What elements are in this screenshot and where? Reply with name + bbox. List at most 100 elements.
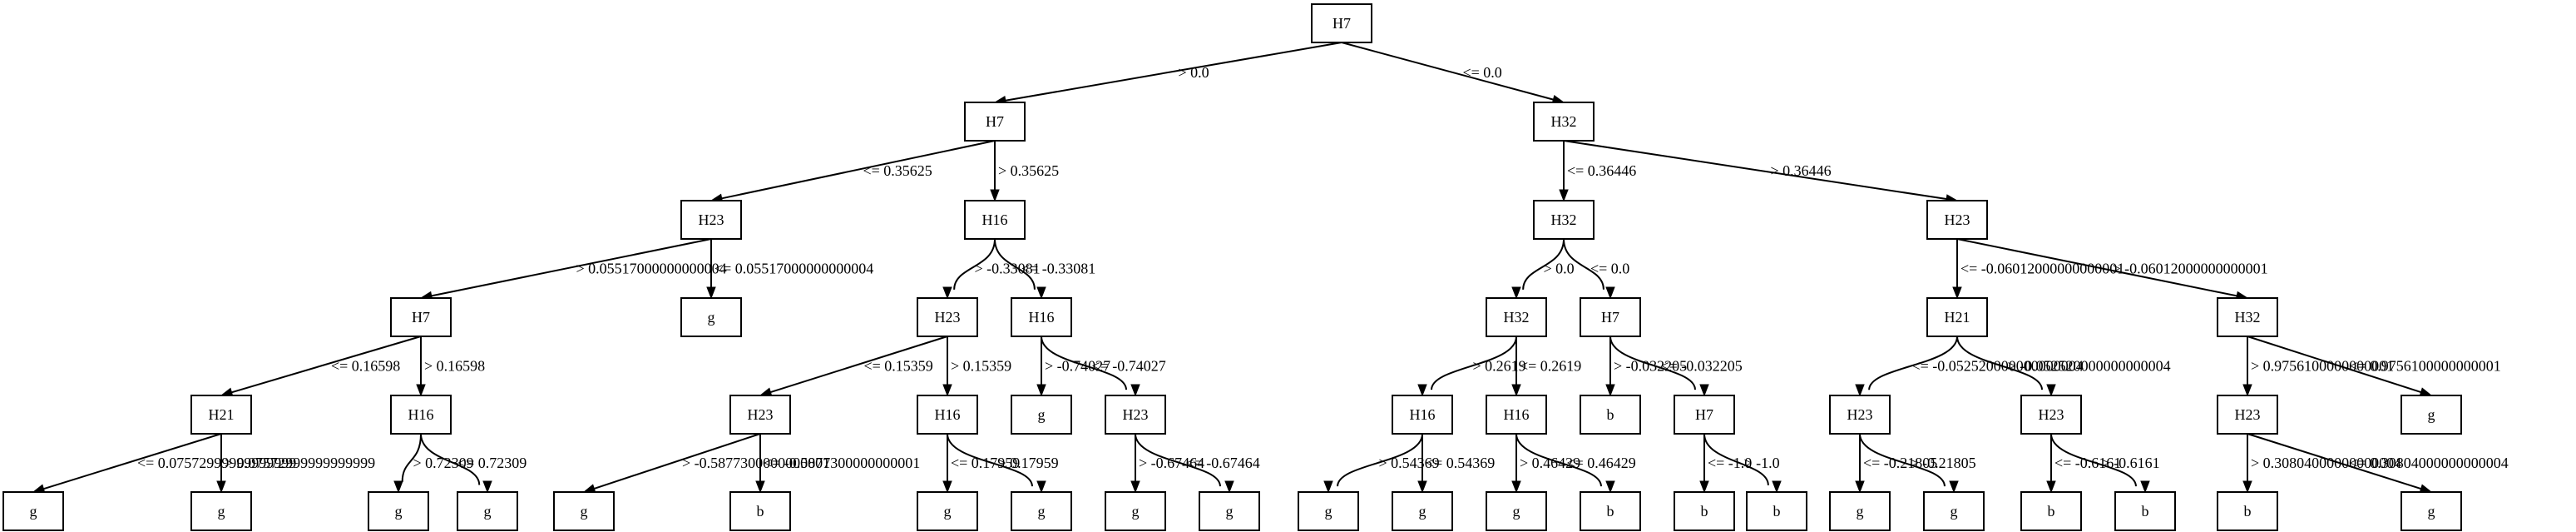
leaf-node-g: g — [917, 491, 978, 531]
edge-condition-label: > 0.46429 — [1520, 455, 1580, 471]
leaf-node-b: b — [1580, 395, 1641, 435]
edge-n17-n33: > -0.5877300000000001 — [582, 433, 830, 494]
edge-n22-n41: > 0.46429 — [1511, 433, 1580, 494]
node-label: g — [1857, 503, 1864, 520]
node-box — [2400, 491, 2462, 531]
edge-condition-label: > 0.36446 — [1771, 162, 1832, 179]
edge-line — [947, 433, 1033, 487]
edge-line — [770, 336, 948, 394]
leaf-node-b: b — [2114, 491, 2176, 531]
arrowhead-icon — [1772, 480, 1782, 494]
node-label: g — [708, 309, 715, 326]
edge-n15-n30: > 0.07572999999999999 — [216, 434, 375, 494]
arrowhead-icon — [1323, 480, 1333, 494]
edge-line — [2247, 336, 2421, 393]
node-label: H23 — [699, 211, 724, 228]
edge-condition-label: <= 0.0 — [1463, 64, 1502, 81]
split-node-h23: H23 — [2020, 395, 2082, 435]
leaf-node-g: g — [2, 491, 64, 531]
edge-condition-label: <= -0.33081 — [1021, 261, 1095, 277]
split-node-h7: H7 — [1580, 297, 1641, 337]
edge-n21-n39: > 0.54369 — [1323, 433, 1440, 494]
edge-n1-n4: > 0.35625 — [990, 141, 1059, 202]
leaf-node-g: g — [680, 297, 742, 337]
node-box — [1829, 491, 1891, 531]
edge-condition-label: <= 0.54369 — [1426, 455, 1495, 471]
node-label: g — [1132, 503, 1140, 520]
edge-n24-n44: > -1.0 — [1703, 433, 1782, 494]
arrowhead-icon — [1511, 286, 1521, 300]
arrowhead-icon — [1605, 384, 1615, 397]
node-box — [1011, 297, 1072, 337]
arrowhead-icon — [1036, 286, 1046, 300]
edge-n16-n32: <= 0.72309 — [420, 433, 527, 494]
edge-n25-n46: > -0.21805 — [1859, 433, 1976, 494]
edge-n10-n20: <= -0.74027 — [1041, 336, 1166, 397]
edge-condition-label: <= 0.05517000000000004 — [714, 261, 873, 277]
edge-line — [420, 433, 481, 485]
node-box — [190, 395, 252, 435]
node-box — [1580, 395, 1641, 435]
edge-condition-label: <= 0.2619 — [1520, 358, 1581, 375]
arrowhead-icon — [1130, 384, 1140, 397]
edge-line — [1005, 42, 1342, 102]
node-label: H16 — [1029, 309, 1055, 326]
split-node-h7: H7 — [1674, 395, 1735, 435]
leaf-node-g: g — [1392, 491, 1453, 531]
arrowhead-icon — [1224, 480, 1234, 494]
split-node-h16: H16 — [1011, 297, 1072, 337]
arrowhead-icon — [1699, 480, 1709, 494]
split-node-h23: H23 — [1829, 395, 1891, 435]
node-box — [2217, 491, 2278, 531]
edge-condition-label: > -0.6161 — [2102, 455, 2160, 471]
split-node-h32: H32 — [2217, 297, 2278, 337]
node-label: g — [2428, 406, 2435, 423]
node-box — [2217, 395, 2278, 435]
node-label: H23 — [748, 406, 774, 423]
node-box — [1674, 395, 1735, 435]
node-box — [2400, 395, 2462, 435]
edge-line — [721, 140, 996, 200]
edge-n5-n11: > 0.0 — [1511, 238, 1575, 300]
edge-condition-label: > -1.0 — [1744, 455, 1780, 471]
arrowhead-icon — [1417, 480, 1427, 494]
node-label: g — [1038, 503, 1046, 520]
arrowhead-icon — [2242, 384, 2252, 397]
leaf-node-g: g — [1011, 491, 1072, 531]
edge-line — [1703, 433, 1769, 485]
edge-condition-label: > -0.67464 — [1139, 455, 1204, 471]
split-node-h23: H23 — [1926, 200, 1988, 240]
edge-condition-label: <= -0.74027 — [1092, 358, 1166, 375]
edge-line — [1341, 42, 1554, 101]
edge-condition-label: <= 0.9756100000000001 — [2350, 358, 2501, 375]
edge-condition-label: > -0.21805 — [1911, 455, 1976, 471]
arrowhead-icon — [482, 480, 492, 494]
edge-line — [401, 433, 422, 482]
node-box — [1580, 491, 1641, 531]
edge-n13-n26: > -0.052520000000000004 — [1956, 336, 2171, 397]
node-box — [1533, 200, 1595, 240]
node-box — [1486, 297, 1547, 337]
edge-condition-label: > 0.0 — [1544, 261, 1575, 277]
node-box — [553, 491, 615, 531]
node-label: b — [1607, 503, 1614, 520]
edge-condition-label: <= 0.16598 — [331, 358, 400, 375]
leaf-node-g: g — [1105, 491, 1166, 531]
edge-n20-n38: <= -0.67464 — [1135, 433, 1260, 494]
split-node-h23: H23 — [917, 297, 978, 337]
node-label: H32 — [2235, 309, 2261, 326]
split-node-h7: H7 — [964, 102, 1026, 142]
edge-condition-label: > 0.0 — [1179, 64, 1209, 81]
edge-n21-n40: <= 0.54369 — [1417, 434, 1495, 494]
node-label: g — [2428, 503, 2435, 520]
node-label: g — [1513, 503, 1520, 520]
edge-line — [2247, 433, 2421, 490]
node-box — [917, 395, 978, 435]
node-label: b — [2048, 503, 2055, 520]
edge-line — [1522, 238, 1565, 290]
edge-line — [2050, 433, 2137, 487]
edge-line — [1563, 238, 1604, 290]
split-node-h32: H32 — [1533, 200, 1595, 240]
node-label: H23 — [1847, 406, 1873, 423]
edge-condition-label: <= -0.6161 — [2054, 455, 2121, 471]
